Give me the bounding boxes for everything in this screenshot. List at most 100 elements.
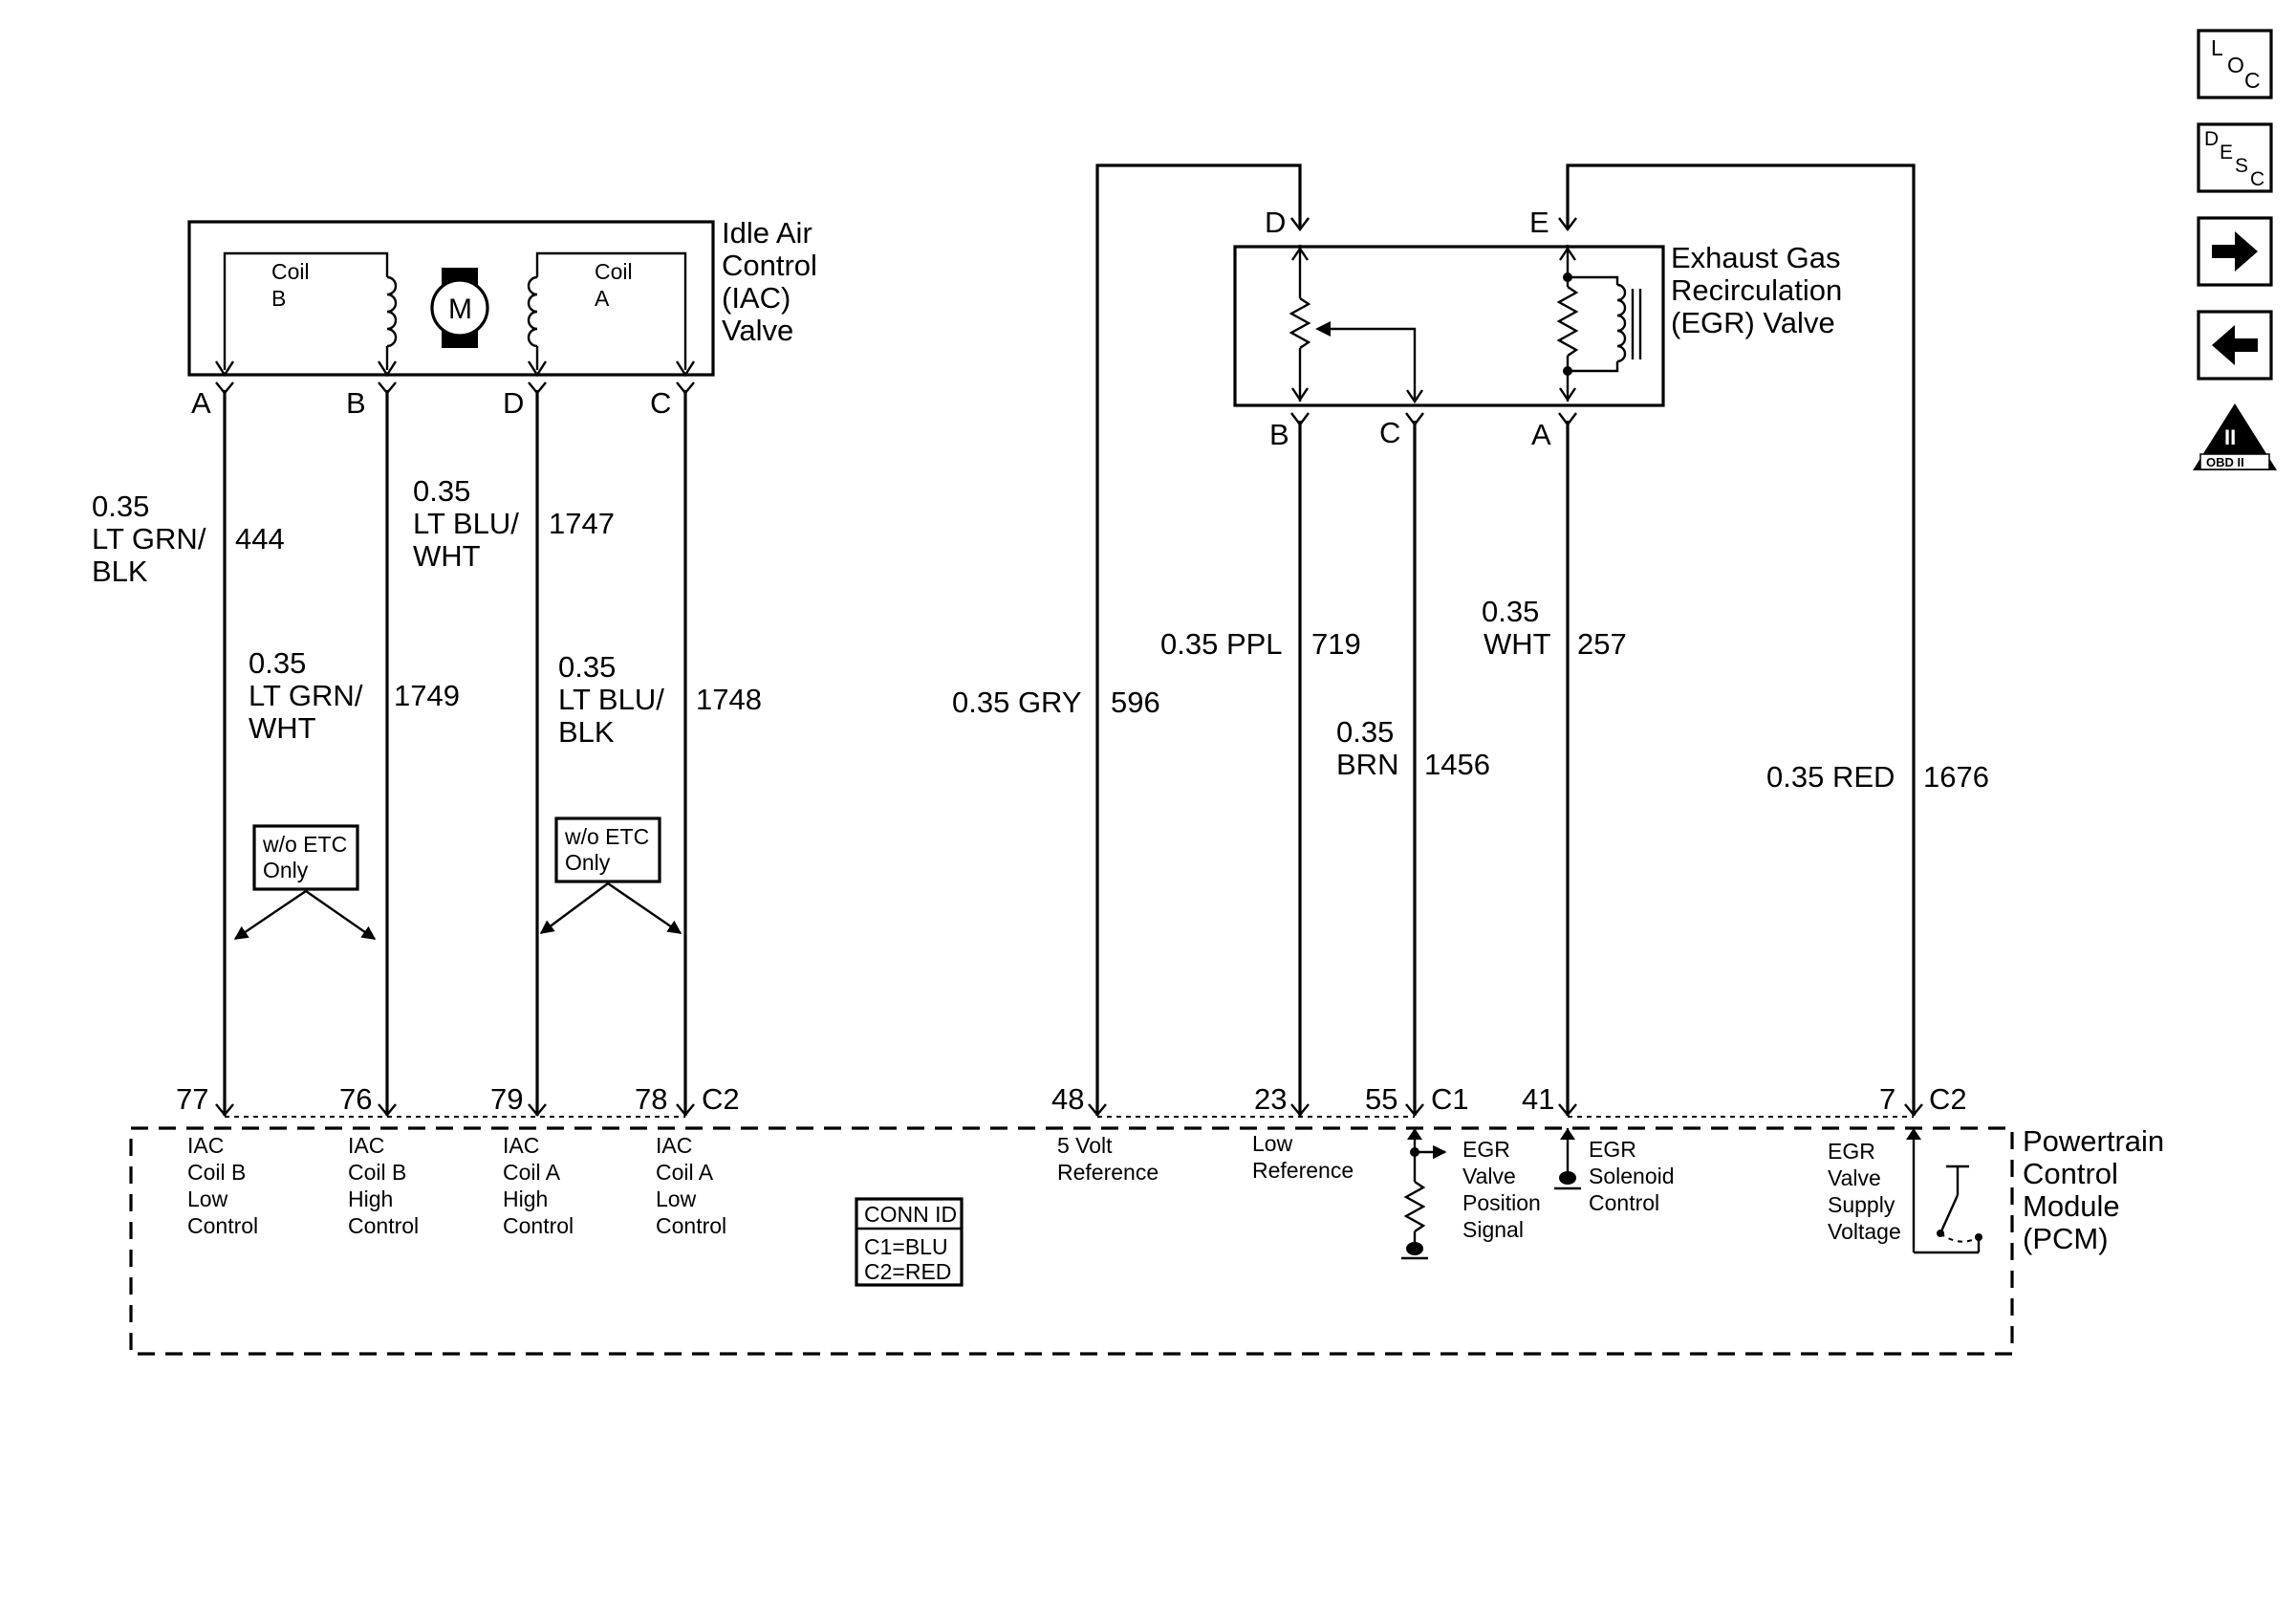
pcm-pin-55: 55: [1365, 1082, 1397, 1116]
svg-text:1456: 1456: [1424, 748, 1490, 781]
pcm-module: Powertrain Control Module (PCM) 77 76 79…: [129, 1082, 2164, 1356]
svg-text:0.35: 0.35: [1336, 715, 1394, 749]
svg-text:0.35 RED: 0.35 RED: [1766, 760, 1895, 794]
svg-text:596: 596: [1111, 686, 1160, 719]
svg-text:LT BLU/: LT BLU/: [413, 507, 519, 540]
svg-text:WHT: WHT: [1484, 627, 1551, 661]
pcm-function-78: IAC Coil A Low Control: [656, 1133, 726, 1238]
svg-text:C2=RED: C2=RED: [864, 1259, 951, 1284]
svg-text:Low: Low: [1252, 1131, 1293, 1156]
wire-1749-label: 0.35 LT GRN/ WHT 1749: [249, 646, 460, 745]
svg-text:High: High: [348, 1186, 393, 1211]
svg-text:IAC: IAC: [348, 1133, 384, 1158]
svg-text:Control: Control: [348, 1213, 419, 1238]
svg-text:0.35: 0.35: [1482, 595, 1539, 628]
wire-1676-label: 0.35 RED 1676: [1766, 760, 1989, 794]
svg-text:E: E: [2220, 142, 2233, 163]
svg-text:B: B: [271, 286, 286, 311]
svg-text:Solenoid: Solenoid: [1589, 1164, 1675, 1188]
svg-text:S: S: [2235, 155, 2248, 177]
svg-text:1747: 1747: [549, 507, 615, 540]
svg-text:LT GRN/: LT GRN/: [92, 522, 206, 555]
svg-text:BLK: BLK: [92, 555, 148, 588]
svg-text:Only: Only: [565, 850, 611, 875]
wire-1456-label: 0.35 BRN 1456: [1336, 715, 1490, 781]
svg-text:Coil A: Coil A: [656, 1160, 714, 1185]
svg-text:444: 444: [235, 522, 285, 555]
svg-text:1676: 1676: [1923, 760, 1989, 794]
egr-pin-a: A: [1531, 418, 1551, 451]
svg-text:1749: 1749: [394, 679, 460, 712]
egr-pin-c: C: [1379, 416, 1400, 449]
svg-text:Control: Control: [503, 1213, 574, 1238]
egr-pin-b: B: [1269, 418, 1289, 451]
svg-text:0.35: 0.35: [92, 490, 149, 523]
iac-pin-a: A: [191, 386, 211, 420]
arrow-right-icon: [2212, 231, 2258, 272]
svg-text:II: II: [2224, 425, 2236, 449]
pcm-function-79: IAC Coil A High Control: [503, 1133, 574, 1238]
option-box-left: w/o ETC Only: [233, 824, 377, 940]
svg-text:Control: Control: [187, 1213, 258, 1238]
svg-text:D: D: [1265, 206, 1286, 239]
svg-text:D: D: [2204, 128, 2219, 150]
svg-text:High: High: [503, 1186, 548, 1211]
pcm-function-41: EGR Solenoid Control: [1589, 1137, 1675, 1215]
back-button[interactable]: [2197, 310, 2273, 381]
wire-596-label: 0.35 GRY 596: [952, 686, 1160, 719]
svg-text:Module: Module: [2023, 1189, 2120, 1223]
svg-text:BLK: BLK: [558, 715, 615, 749]
svg-text:0.35: 0.35: [558, 650, 616, 684]
pcm-function-7: EGR Valve Supply Voltage: [1828, 1139, 1901, 1244]
loc-button[interactable]: L O C: [2197, 29, 2273, 99]
svg-text:Reference: Reference: [1252, 1158, 1354, 1183]
svg-text:257: 257: [1577, 627, 1627, 661]
egr-title: Exhaust Gas: [1671, 241, 1840, 274]
desc-button[interactable]: D E S C: [2197, 122, 2273, 193]
svg-text:OBD II: OBD II: [2206, 455, 2244, 469]
svg-text:LT BLU/: LT BLU/: [558, 683, 664, 716]
pcm-pin-48: 48: [1051, 1082, 1084, 1116]
svg-text:Valve: Valve: [1828, 1165, 1881, 1190]
coil-a-label: Coil: [595, 259, 633, 284]
pcm-title: Powertrain: [2023, 1124, 2164, 1158]
svg-text:1748: 1748: [696, 683, 762, 716]
svg-text:Signal: Signal: [1462, 1217, 1524, 1242]
iac-valve: Idle Air Control (IAC) Valve Coil B Coil…: [187, 216, 817, 378]
iac-title: Idle Air: [722, 216, 812, 250]
svg-text:(IAC): (IAC): [722, 281, 791, 315]
svg-text:Valve: Valve: [722, 314, 793, 347]
svg-text:w/o ETC: w/o ETC: [564, 824, 649, 849]
svg-text:WHT: WHT: [249, 711, 316, 745]
svg-text:Coil B: Coil B: [187, 1160, 246, 1185]
svg-text:Low: Low: [656, 1186, 697, 1211]
svg-text:LT GRN/: LT GRN/: [249, 679, 363, 712]
svg-text:Control: Control: [656, 1213, 726, 1238]
pcm-pin-7: 7: [1879, 1082, 1895, 1116]
conn-id-box: CONN ID C1=BLU C2=RED: [855, 1197, 964, 1287]
iac-pin-d: D: [503, 386, 524, 420]
pcm-c1-label: C1: [1431, 1082, 1469, 1116]
position-sensor-icon: [1401, 1128, 1447, 1260]
forward-button[interactable]: [2197, 216, 2273, 287]
svg-text:719: 719: [1311, 627, 1361, 661]
svg-text:IAC: IAC: [656, 1133, 692, 1158]
wire-257-label: 0.35 WHT 257: [1482, 595, 1627, 661]
obd-ii-button[interactable]: II OBD II: [2193, 403, 2277, 470]
svg-text:A: A: [595, 286, 610, 311]
pcm-function-48: 5 Volt Reference: [1057, 1133, 1159, 1185]
svg-text:0.35 GRY: 0.35 GRY: [952, 686, 1082, 719]
pcm-pin-41: 41: [1522, 1082, 1554, 1116]
wire-444-label: 0.35 LT GRN/ BLK 444: [92, 490, 285, 588]
option-box-right: w/o ETC Only: [539, 816, 682, 934]
pcm-c2-label-right: C2: [1929, 1082, 1967, 1116]
svg-text:0.35: 0.35: [413, 474, 470, 508]
svg-text:Reference: Reference: [1057, 1160, 1159, 1185]
pcm-pin-23: 23: [1254, 1082, 1287, 1116]
iac-wires: [215, 381, 695, 1117]
svg-text:w/o ETC: w/o ETC: [262, 832, 347, 857]
svg-text:Only: Only: [263, 858, 309, 882]
svg-text:5 Volt: 5 Volt: [1057, 1133, 1113, 1158]
svg-text:O: O: [2227, 53, 2244, 77]
